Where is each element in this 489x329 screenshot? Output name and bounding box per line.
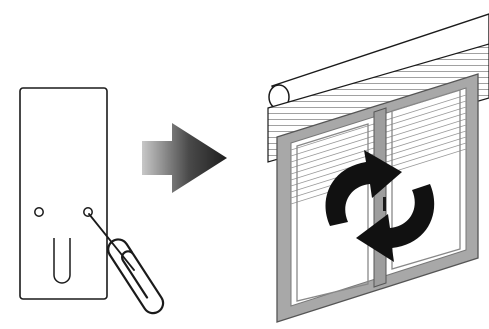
slide-slot	[53, 238, 71, 284]
remote-body	[19, 87, 108, 300]
rotate-arrows-icon	[325, 150, 435, 262]
remote-control-with-paperclip-icon	[19, 87, 165, 315]
right-sash	[391, 89, 461, 270]
paperclip-icon	[107, 238, 165, 315]
window-handle	[383, 197, 386, 211]
reset-hole-left	[34, 207, 44, 217]
left-sash	[296, 123, 369, 302]
roller-shutter-window-icon	[267, 13, 489, 323]
reset-hole-right	[83, 207, 93, 217]
right-arrow-icon	[142, 123, 227, 193]
